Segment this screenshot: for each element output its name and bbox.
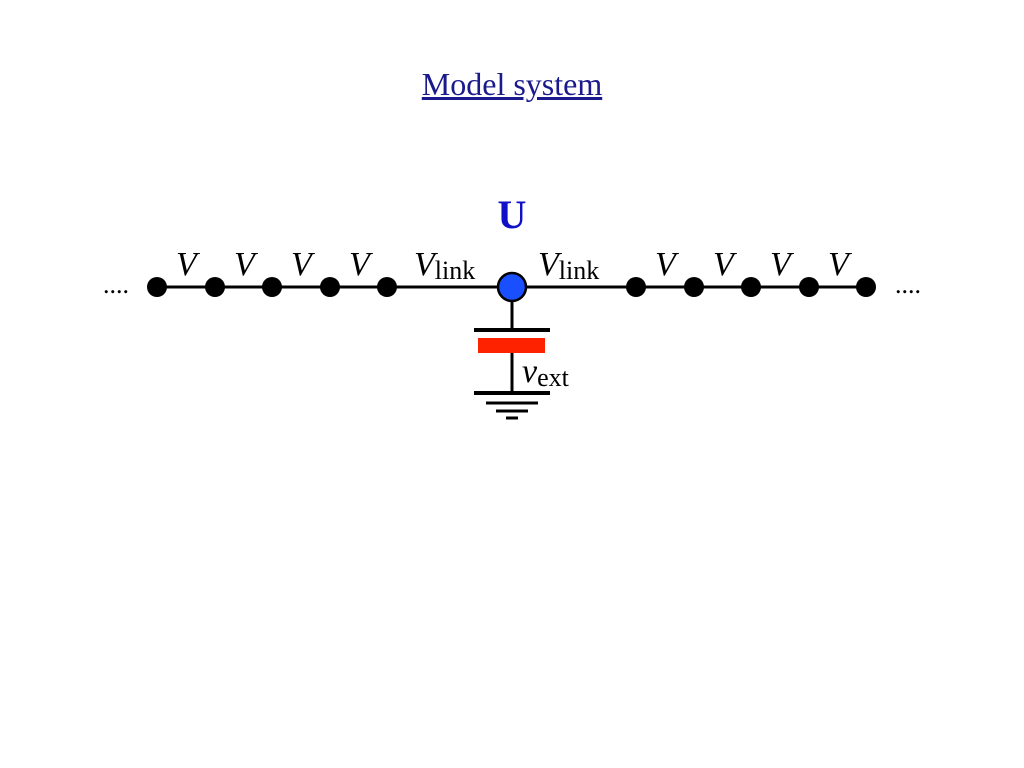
- page-title: Model system: [0, 66, 1024, 103]
- gate-label-main: v: [522, 353, 538, 390]
- site-right-2: [684, 277, 704, 297]
- link-label-left-sub: link: [435, 256, 475, 285]
- site-left-2: [205, 277, 225, 297]
- hopping-label-left-1: V: [176, 246, 201, 283]
- ellipsis-right: ....: [895, 270, 921, 299]
- site-right-4: [799, 277, 819, 297]
- site-right-5: [856, 277, 876, 297]
- impurity-label: U: [498, 192, 527, 237]
- link-label-right-sub: link: [559, 256, 599, 285]
- site-right-1: [626, 277, 646, 297]
- impurity-site: [496, 271, 528, 303]
- page-title-text: Model system: [421, 66, 603, 102]
- link-label-left: Vlink: [414, 246, 475, 285]
- site-left-3: [262, 277, 282, 297]
- hopping-label-left-2: V: [234, 246, 259, 283]
- hopping-label-right-4: V: [828, 246, 853, 283]
- site-left-4: [320, 277, 340, 297]
- hopping-label-right-1: V: [655, 246, 680, 283]
- site-left-1: [147, 277, 167, 297]
- hopping-label-left-3: V: [291, 246, 316, 283]
- hopping-label-right-3: V: [770, 246, 795, 283]
- site-left-5: [377, 277, 397, 297]
- hopping-label-right-2: V: [713, 246, 738, 283]
- link-label-right: Vlink: [538, 246, 599, 285]
- gate-label: vext: [522, 353, 570, 392]
- ellipsis-left: ....: [103, 270, 129, 299]
- gate-label-sub: ext: [537, 363, 570, 392]
- gate-plate: [478, 338, 545, 353]
- site-right-3: [741, 277, 761, 297]
- hopping-label-left-4: V: [349, 246, 374, 283]
